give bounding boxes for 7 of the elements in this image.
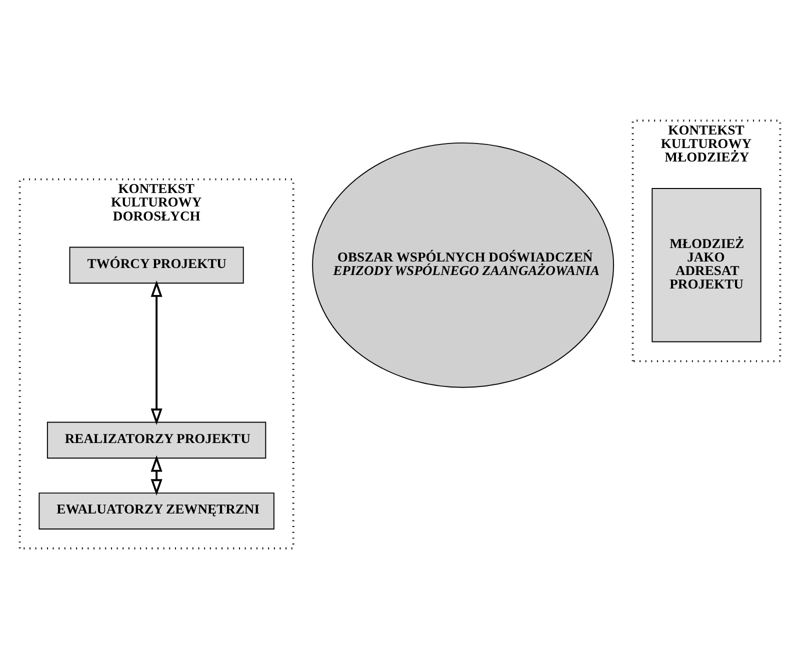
node-box: TWÓRCY PROJEKTU xyxy=(69,246,244,284)
node-box: REALIZATORZY PROJEKTU xyxy=(46,421,266,458)
node-ellipse: OBSZAR WSPÓLNYCH DOŚWIADCZEŃ EPIZODY WSPÓLNEGO ZAANGAŻOWANIA xyxy=(312,142,614,388)
node-box: MŁODZIEŻ JAKO ADRESAT PROJEKTU xyxy=(652,188,762,342)
arrow xyxy=(150,454,162,496)
arrow xyxy=(150,280,162,425)
node-box: EWALUATORZY ZEWNĘTRZNI xyxy=(38,492,274,529)
